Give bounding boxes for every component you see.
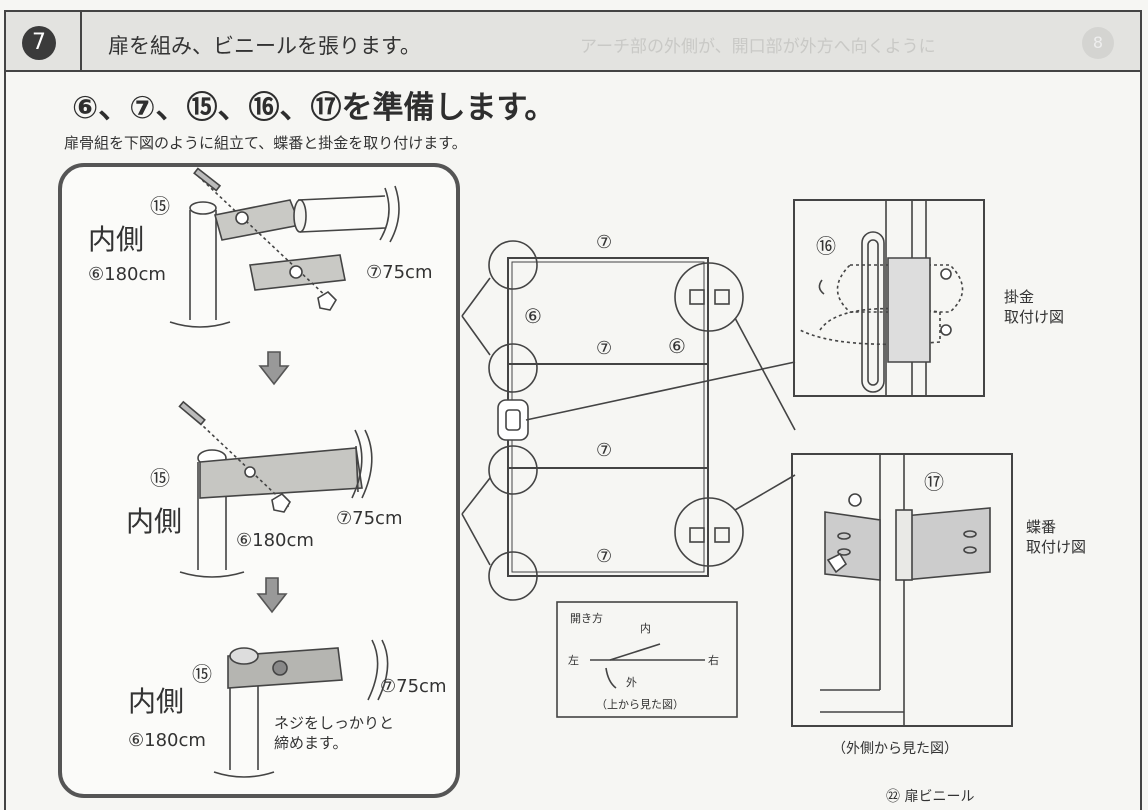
step-number-badge: 7 xyxy=(22,26,56,60)
instruction-text: 扉骨組を下図のように組立て、蝶番と掛金を取り付けます。 xyxy=(64,134,467,152)
stage2-illustration xyxy=(178,400,373,578)
opening-box xyxy=(556,601,738,718)
hinge-caption: （外側から見た図） xyxy=(832,741,958,757)
frame-bottom-part: ⑦ xyxy=(596,546,613,567)
stage3-pipe-180: ⑥180cm xyxy=(128,730,206,751)
stage1-pipe-75: ⑦75cm xyxy=(366,262,433,283)
page-frame xyxy=(4,10,1142,810)
stage3-illustration xyxy=(213,639,389,778)
frame-left-side-part: ⑥ xyxy=(524,304,542,328)
hinge-part-number: ⑰ xyxy=(924,470,944,494)
stage3-part-number: ⑮ xyxy=(192,662,212,686)
stage2-pipe-75: ⑦75cm xyxy=(336,508,403,529)
parts-headline: ⑥、⑦、⑮、⑯、⑰を準備します。 xyxy=(72,90,556,126)
opening-caption: （上から見た図） xyxy=(596,698,684,711)
frame-top-part: ⑦ xyxy=(596,232,613,253)
stage2-part-number: ⑮ xyxy=(150,466,170,490)
opening-inside: 内 xyxy=(640,622,651,635)
latch-label-line1: 掛金 xyxy=(1004,288,1035,306)
latch-part-number: ⑯ xyxy=(816,234,836,258)
stage2-pipe-180: ⑥180cm xyxy=(236,530,314,551)
bleed-through-badge: 8 xyxy=(1082,27,1114,59)
opening-right: 右 xyxy=(708,654,719,667)
frame-upper-mid-part: ⑦ xyxy=(596,338,613,359)
hinge-label-line1: 蝶番 xyxy=(1026,518,1057,536)
stage1-pipe-180: ⑥180cm xyxy=(88,264,166,285)
stage1-illustration xyxy=(169,167,400,328)
frame-lower-mid-part: ⑦ xyxy=(596,440,613,461)
stage2-inside-label: 内側 xyxy=(126,505,183,538)
stage3-note-line2: 締めます。 xyxy=(274,734,348,752)
bleed-through-text: アーチ部の外側が、開口部が外方へ向くように xyxy=(580,37,936,57)
hinge-detail xyxy=(791,453,1013,727)
opening-outside: 外 xyxy=(626,676,637,689)
step-header xyxy=(6,12,1140,72)
stage1-inside-label: 内側 xyxy=(88,223,145,256)
frame-right-side-part: ⑥ xyxy=(668,334,686,358)
door-frame-illustration xyxy=(461,240,796,601)
stage3-inside-label: 内側 xyxy=(128,685,185,718)
opening-left: 左 xyxy=(568,654,579,667)
stage1-part-number: ⑮ xyxy=(150,194,170,218)
opening-title: 開き方 xyxy=(570,612,603,625)
latch-label-line2: 取付け図 xyxy=(1004,308,1065,326)
hinge-label-line2: 取付け図 xyxy=(1026,538,1087,556)
next-part-hint: ㉒ 扉ビニール xyxy=(886,789,975,805)
stage3-note-line1: ネジをしっかりと xyxy=(274,714,395,732)
latch-detail xyxy=(793,199,985,397)
step-title: 扉を組み、ビニールを張ります。 xyxy=(108,34,421,58)
stage3-pipe-75: ⑦75cm xyxy=(380,676,447,697)
header-divider xyxy=(80,12,82,72)
